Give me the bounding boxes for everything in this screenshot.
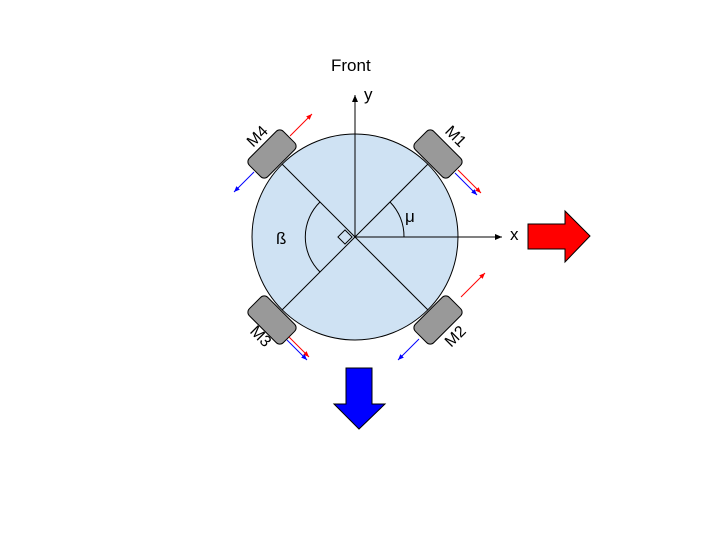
force-m2-red <box>460 272 486 298</box>
arrow-down-big <box>332 367 387 430</box>
angle-mu-arc <box>389 201 405 238</box>
y-axis-label: y <box>364 85 373 104</box>
force-m1-red <box>457 169 482 194</box>
wheel-m2 <box>413 295 463 345</box>
wheel-m1 <box>413 129 463 179</box>
force-m3-red <box>288 336 310 358</box>
force-m3-blue <box>286 339 308 361</box>
force-m4-red <box>289 113 313 137</box>
right-angle-marker <box>337 229 353 245</box>
angle-beta-arc <box>304 201 321 273</box>
force-m4-blue <box>233 171 255 193</box>
force-m1-blue <box>454 172 478 196</box>
x-axis-label: x <box>510 225 519 244</box>
angle-beta-label: ß <box>276 229 286 248</box>
wheel-m3 <box>247 295 297 345</box>
front-label: Front <box>331 56 371 75</box>
angle-mu-label: μ <box>405 207 415 226</box>
wheel-m4 <box>247 129 297 179</box>
arrow-right-big <box>527 209 591 264</box>
force-m2-blue <box>397 338 420 361</box>
